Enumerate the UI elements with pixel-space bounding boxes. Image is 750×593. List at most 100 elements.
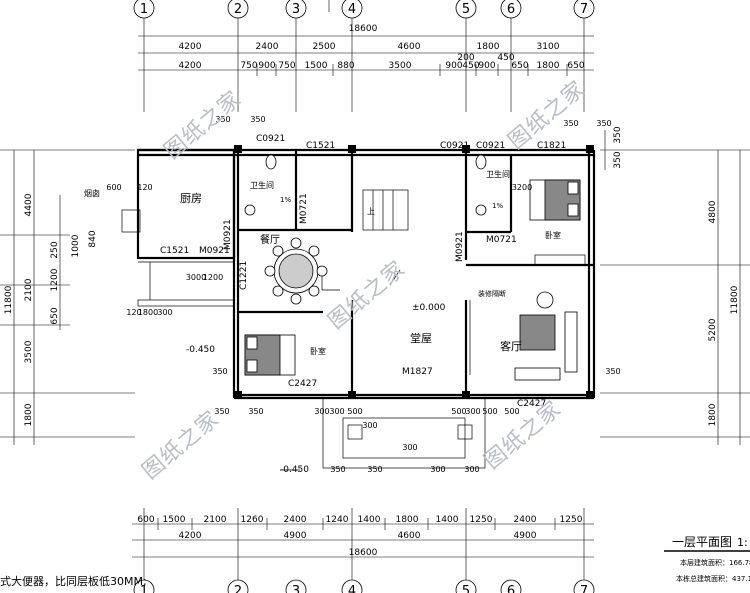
svg-text:1800: 1800 [708, 403, 718, 426]
toilets [244, 154, 487, 216]
svg-text:300: 300 [362, 421, 377, 430]
top-dimension-lines [138, 0, 594, 112]
svg-text:350: 350 [367, 465, 382, 474]
svg-text:M0921: M0921 [223, 219, 233, 250]
columns [234, 145, 594, 399]
svg-text:500: 500 [451, 407, 466, 416]
svg-text:450: 450 [497, 53, 514, 63]
svg-text:350: 350 [212, 367, 227, 376]
svg-text:350: 350 [563, 119, 578, 128]
drawing-title: 一层平面图 [672, 535, 732, 549]
svg-text:900: 900 [445, 61, 462, 71]
svg-text:300: 300 [465, 407, 480, 416]
svg-text:650: 650 [50, 307, 60, 324]
svg-text:600: 600 [106, 183, 121, 192]
svg-text:4600: 4600 [398, 42, 421, 52]
svg-text:3: 3 [292, 584, 300, 593]
svg-text:350: 350 [596, 119, 611, 128]
svg-text:5: 5 [462, 584, 470, 593]
svg-text:300: 300 [329, 407, 344, 416]
svg-text:4800: 4800 [708, 200, 718, 223]
svg-text:300: 300 [430, 465, 445, 474]
bed-right [529, 179, 581, 221]
svg-text:3500: 3500 [389, 61, 412, 71]
svg-text:1%: 1% [280, 196, 291, 204]
svg-text:3000: 3000 [186, 273, 206, 282]
note-bottom: 式大便器，比同层板低30MM; [0, 574, 147, 588]
svg-text:350: 350 [613, 126, 623, 143]
label-stairs-up: 上 [367, 207, 375, 216]
sofa-set [514, 291, 578, 381]
axis-4: 4 [348, 2, 356, 17]
room-living: 客厅 [500, 339, 522, 353]
svg-text:1500: 1500 [305, 61, 328, 71]
svg-text:C1221: C1221 [239, 261, 249, 290]
svg-text:1000: 1000 [71, 234, 81, 257]
svg-text:2100: 2100 [204, 515, 227, 525]
svg-text:图纸之家: 图纸之家 [138, 406, 225, 484]
svg-text:500: 500 [504, 407, 519, 416]
top-dimension-text: 18600 4200 2400 2500 4600 1800 3100 4200… [179, 24, 585, 71]
room-bath-right: 卫生间 [486, 169, 510, 179]
label-tv-wall: 装修隔断 [478, 289, 506, 298]
bottom-dimension-lines [132, 508, 594, 580]
svg-text:5200: 5200 [708, 318, 718, 341]
svg-text:3100: 3100 [537, 42, 560, 52]
svg-text:350: 350 [330, 465, 345, 474]
dining-table [264, 237, 328, 305]
svg-text:350: 350 [613, 151, 623, 168]
svg-text:1200: 1200 [50, 268, 60, 291]
svg-text:1200: 1200 [203, 273, 223, 282]
svg-text:4: 4 [348, 584, 356, 593]
svg-text:11800: 11800 [730, 285, 740, 314]
svg-text:C2427: C2427 [517, 399, 546, 409]
right-dimension-lines [600, 130, 750, 445]
svg-text:350: 350 [215, 115, 230, 124]
room-labels: 厨房 卫生间 卫生间 餐厅 卧室 卧室 堂屋 客厅 烟囱 装修隔断 上 [84, 169, 561, 356]
svg-text:750: 750 [278, 61, 295, 71]
svg-text:2400: 2400 [284, 515, 307, 525]
svg-text:图纸之家: 图纸之家 [324, 256, 411, 334]
axis-5: 5 [462, 2, 470, 17]
svg-text:4200: 4200 [179, 531, 202, 541]
svg-text:1250: 1250 [560, 515, 583, 525]
thin-lines [121, 189, 586, 471]
svg-text:4900: 4900 [284, 531, 307, 541]
axis-bubbles-top [133, 0, 595, 19]
right-dimension-text: 4800 11800 5200 1800 350 350 [613, 126, 740, 426]
svg-text:1400: 1400 [436, 515, 459, 525]
svg-text:350: 350 [214, 407, 229, 416]
left-dimension-text: 4400 11800 2100 3500 1800 250 1000 840 1… [4, 193, 98, 426]
svg-text:-0.450: -0.450 [280, 465, 309, 475]
svg-text:600: 600 [137, 515, 154, 525]
walls [136, 148, 596, 400]
total-area: 本栋总建筑面积：437.17㎡ [676, 574, 750, 583]
svg-text:1800: 1800 [396, 515, 419, 525]
title-block: 一层平面图 1: 本层建筑面积：166.78㎡ 本栋总建筑面积：437.17㎡ [664, 535, 750, 583]
room-bath-left: 卫生间 [250, 180, 274, 190]
svg-text:4200: 4200 [179, 42, 202, 52]
svg-text:120: 120 [126, 308, 141, 317]
svg-text:M1827: M1827 [402, 367, 433, 377]
svg-text:900: 900 [478, 61, 495, 71]
svg-text:1250: 1250 [470, 515, 493, 525]
elevation-labels: ±0.000 -0.450 -0.450 1% 1% [186, 196, 503, 475]
svg-text:500: 500 [482, 407, 497, 416]
svg-text:1400: 1400 [358, 515, 381, 525]
drawing-scale: 1: [737, 536, 748, 549]
svg-text:2400: 2400 [256, 42, 279, 52]
svg-text:500: 500 [347, 407, 362, 416]
svg-text:2500: 2500 [313, 42, 336, 52]
svg-text:450: 450 [462, 61, 479, 71]
misc-dims: 350 350 350 350 350 350 300 300 500 500 … [106, 115, 620, 474]
svg-text:1240: 1240 [326, 515, 349, 525]
svg-text:C0921: C0921 [256, 134, 285, 144]
svg-text:300: 300 [157, 308, 172, 317]
svg-text:11800: 11800 [4, 285, 14, 314]
svg-text:2100: 2100 [24, 278, 34, 301]
svg-text:M0921: M0921 [455, 231, 465, 262]
svg-text:M0721: M0721 [486, 235, 517, 245]
svg-text:4600: 4600 [398, 531, 421, 541]
axis-1: 1 [140, 2, 148, 17]
